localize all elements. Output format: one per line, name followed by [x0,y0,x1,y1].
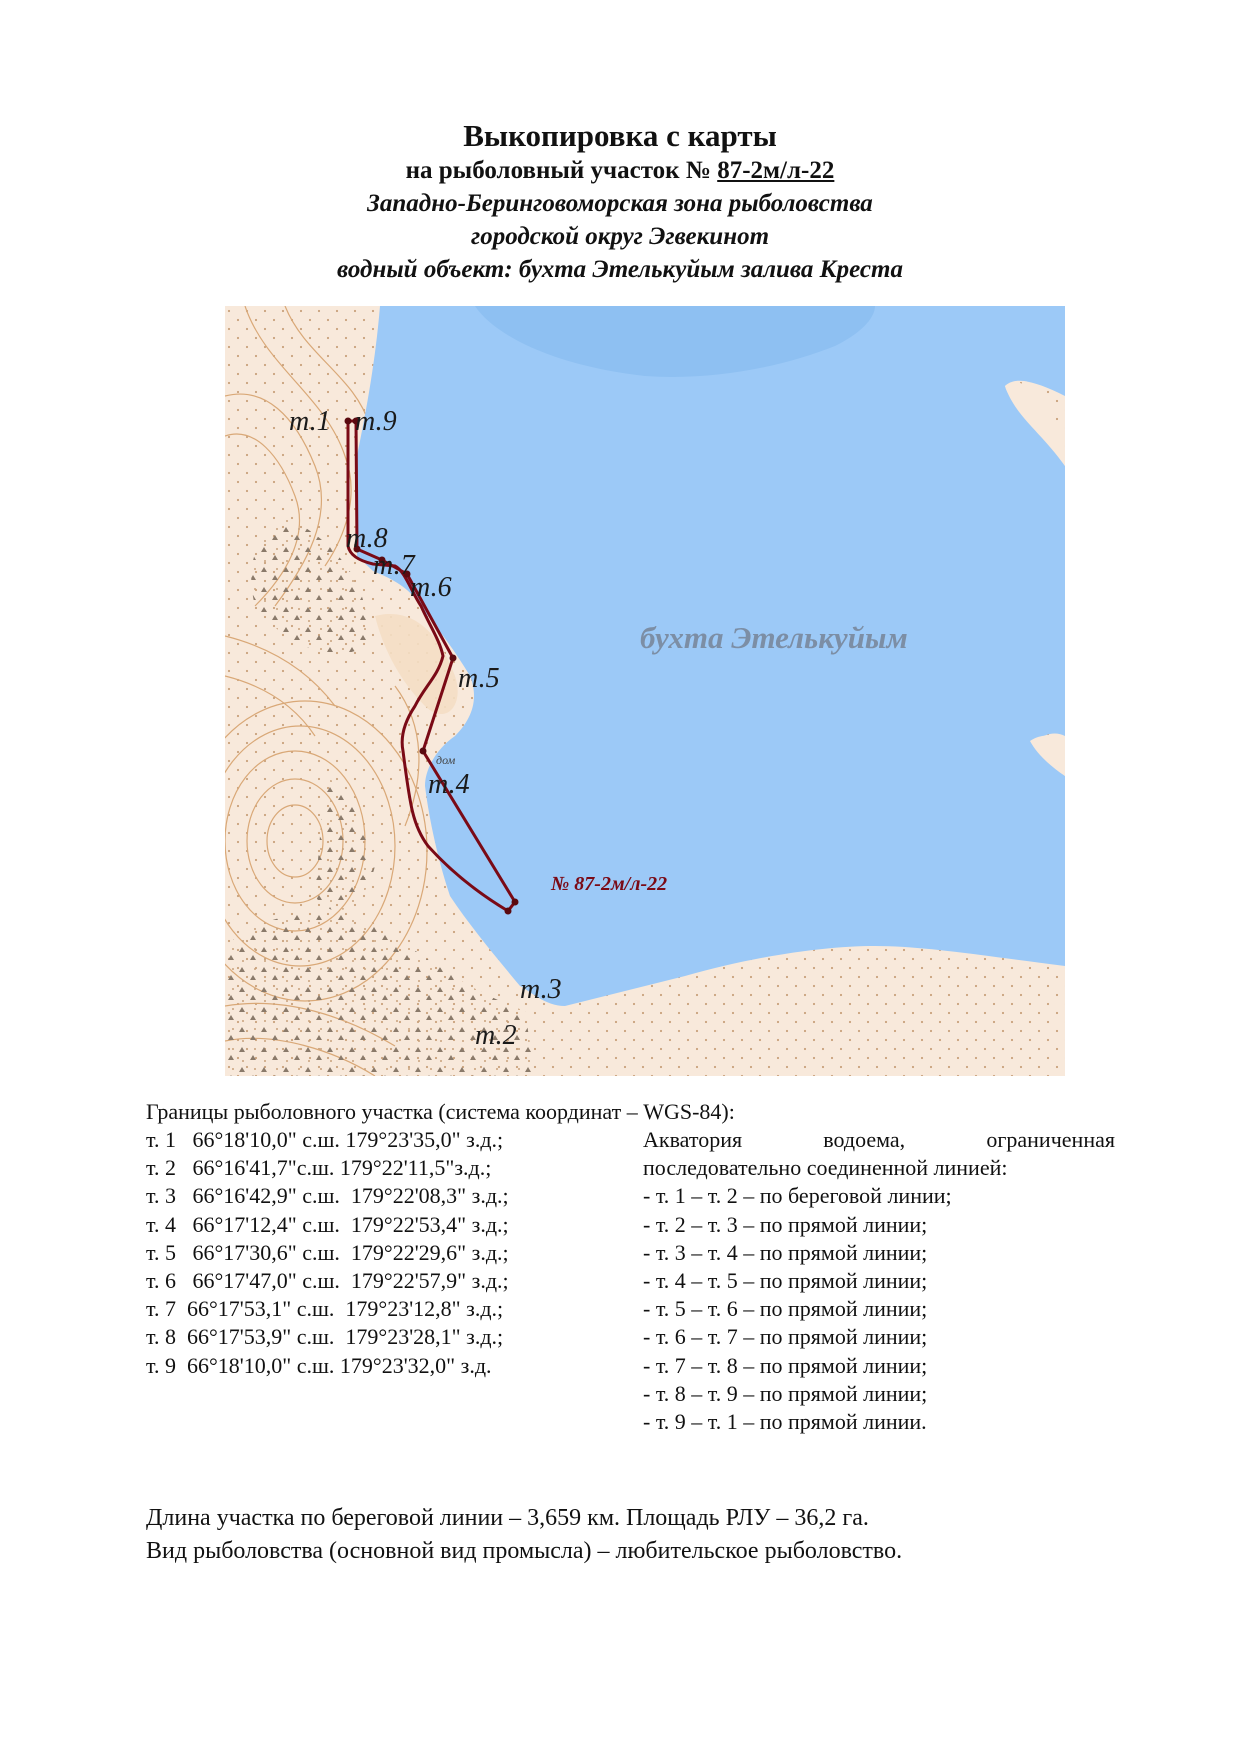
coordinate-row: т. 1 66°18'10,0" с.ш. 179°23'35,0" з.д.; [146,1126,616,1154]
boundary-points [344,417,519,915]
point-id: т. 9 [146,1352,176,1378]
boundary-segment: - т. 3 – т. 4 – по прямой линии; [643,1239,928,1265]
plot-number: 87-2м/л-22 [717,157,835,184]
boundary-segment: - т. 7 – т. 8 – по прямой линии; [643,1352,928,1378]
point-id: т. 2 [146,1155,176,1181]
shallow-water [475,306,875,377]
fishing-zone: Западно-Беринговоморская зона рыболовств… [367,190,873,217]
coordinate-row: т. 4 66°17'12,4" с.ш. 179°22'53,4" з.д.; [146,1211,616,1239]
point-1-label: т.1 [289,406,331,437]
map-svg: т.1 т.9 т.8 т.7 т.6 т.5 т.4 т.3 т.2 бухт… [225,306,1065,1076]
boundary-segment: - т. 9 – т. 1 – по прямой линии. [643,1409,927,1435]
point-3-marker [511,898,519,906]
point-7-marker [378,556,386,564]
point-coords: 66°16'41,7"с.ш. 179°22'11,5"з.д.; [175,1155,492,1181]
point-8-label: т.8 [346,523,388,554]
bay-water [357,306,1065,1006]
coordinate-row: т. 5 66°17'30,6" с.ш. 179°22'29,6" з.д.; [146,1239,616,1267]
plot-subtitle: на рыболовный участок № 87-2м/л-22 [0,154,1240,187]
water-object: водный объект: бухта Этелькуйым залива К… [337,256,903,283]
point-coords: 66°18'10,0" с.ш. 179°23'35,0" з.д.; [175,1127,504,1152]
coordinate-row: т. 3 66°16'42,9" с.ш. 179°22'08,3" з.д.; [146,1182,616,1210]
coordinate-row: т. 6 66°17'47,0" с.ш. 179°22'57,9" з.д.; [146,1267,616,1295]
point-2-marker [504,907,512,915]
plot-label: № 87-2м/л-22 [550,873,667,895]
boundary-segment: - т. 8 – т. 9 – по прямой линии; [643,1380,928,1406]
point-8-marker [353,545,361,553]
boundary-segment: - т. 4 – т. 5 – по прямой линии; [643,1268,928,1294]
point-id: т. 3 [146,1183,176,1209]
document-header: Выкопировка с карты на рыболовный участо… [0,118,1240,286]
district-name: городской округ Эгвекинот [470,223,770,250]
point-id: т. 8 [146,1324,176,1350]
point-9-label: т.9 [355,406,397,437]
point-id: т. 1 [146,1127,176,1152]
boundary-segment: - т. 1 – т. 2 – по береговой линии; [643,1183,952,1209]
point-3-label: т.3 [520,974,562,1005]
boundary-intro-line1: Акватория водоема, ограниченная [643,1126,1115,1154]
intro-word: Акватория [643,1127,743,1152]
spit-northeast [1005,382,1065,466]
point-id: т. 5 [146,1239,176,1265]
point-coords: 66°18'10,0" с.ш. 179°23'32,0" з.д. [175,1352,492,1378]
point-coords: 66°17'53,1" с.ш. 179°23'12,8" з.д.; [175,1296,504,1322]
document-footer: Длина участка по береговой линии – 3,659… [146,1502,902,1568]
boundary-segment: - т. 2 – т. 3 – по прямой линии; [643,1211,928,1237]
intro-word: ограниченная [986,1127,1115,1152]
beach-zone [375,614,458,715]
point-id: т. 4 [146,1211,176,1237]
marsh-area-west [315,776,375,911]
point-id: т. 6 [146,1268,176,1294]
marsh-area-south [225,912,535,1076]
point-coords: 66°17'53,9" с.ш. 179°23'28,1" з.д.; [175,1324,504,1350]
boundary-intro-line2: последовательно соединенной линией: [643,1155,1008,1181]
point-1-marker [344,417,352,425]
coordinates-list: т. 1 66°18'10,0" с.ш. 179°23'35,0" з.д.;… [146,1126,616,1380]
point-6-label: т.6 [410,572,452,603]
point-5-marker [449,654,457,662]
point-2-label: т.2 [475,1020,517,1051]
coordinate-row: т. 7 66°17'53,1" с.ш. 179°23'12,8" з.д.; [146,1295,616,1323]
coordinate-row: т. 9 66°18'10,0" с.ш. 179°23'32,0" з.д. [146,1352,616,1380]
page-title: Выкопировка с карты [463,118,777,153]
point-9-marker [352,417,360,425]
point-6-marker [403,570,411,578]
boundary-description: Акватория водоема, ограниченная последов… [643,1126,1115,1436]
point-coords: 66°17'30,6" с.ш. 179°22'29,6" з.д.; [175,1239,509,1265]
coordinates-caption: Границы рыболовного участка (система коо… [146,1099,735,1124]
point-coords: 66°17'12,4" с.ш. 179°22'53,4" з.д.; [175,1211,509,1237]
point-coords: 66°16'42,9" с.ш. 179°22'08,3" з.д.; [175,1183,509,1209]
point-id: т. 7 [146,1296,176,1322]
point-5-label: т.5 [458,663,500,694]
marsh-area-north [251,516,367,654]
point-7-label: т.7 [373,550,416,581]
point-4-label: т.4 [428,769,470,800]
boundary-segment: - т. 5 – т. 6 – по прямой линии; [643,1296,928,1322]
bay-name-label: бухта Этелькуйым [640,620,908,655]
coordinate-row: т. 2 66°16'41,7"с.ш. 179°22'11,5"з.д.; [146,1154,616,1182]
fishing-type: Вид рыболовства (основной вид промысла) … [146,1538,903,1564]
boundary-segment: - т. 6 – т. 7 – по прямой линии; [643,1324,928,1350]
point-4-marker [419,747,427,755]
intro-word: водоема, [823,1127,906,1152]
point-coords: 66°17'47,0" с.ш. 179°22'57,9" з.д.; [175,1268,509,1294]
map-excerpt: т.1 т.9 т.8 т.7 т.6 т.5 т.4 т.3 т.2 бухт… [225,306,1065,1076]
coordinate-row: т. 8 66°17'53,9" с.ш. 179°23'28,1" з.д.; [146,1323,616,1351]
shore-east [1030,735,1065,776]
subtitle-prefix: на рыболовный участок № [405,157,718,184]
shoreline-length-area: Длина участка по береговой линии – 3,659… [146,1505,869,1531]
house-label: дом [436,753,456,767]
